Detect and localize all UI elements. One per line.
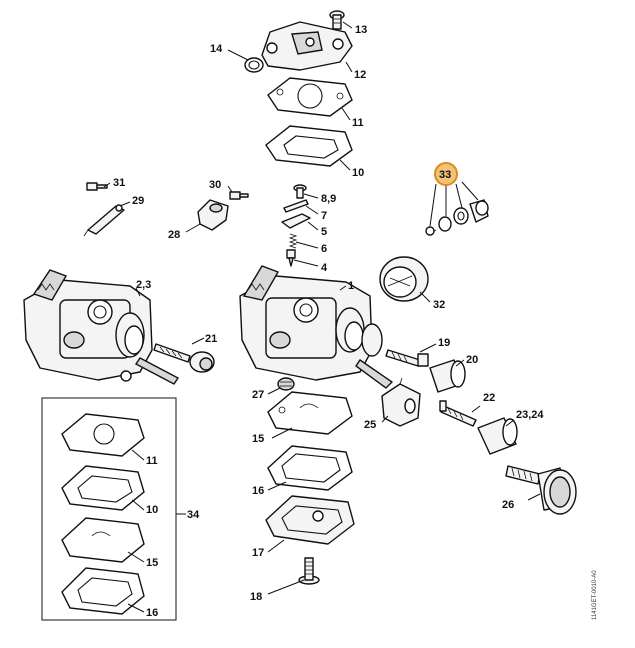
label-15-center: 15: [252, 433, 264, 445]
part-23-24-sleeve: [477, 417, 518, 455]
part-8-9-screw: [293, 184, 307, 199]
part-28-throttle-shaft-part: [197, 199, 229, 231]
kit-part-10-gasket: [61, 465, 145, 511]
part-18-screw: [298, 557, 320, 585]
label-26: 26: [502, 499, 514, 511]
part-4-needle: [286, 249, 296, 267]
label-34: 34: [187, 509, 200, 521]
kit-34-frame: [41, 397, 177, 621]
label-6: 6: [321, 243, 327, 255]
label-17: 17: [252, 547, 264, 559]
label-25: 25: [364, 419, 376, 431]
leader-lines: [103, 21, 541, 613]
part-21-adjust-screw: [153, 343, 215, 373]
label-31: 31: [113, 177, 125, 189]
label-15-kit: 15: [146, 557, 158, 569]
part-22-screw: [439, 400, 477, 427]
part-20-sleeve: [429, 359, 466, 393]
part-17-cover-center: [265, 495, 355, 545]
label-11-kit: 11: [146, 455, 158, 467]
label-2-3: 2,3: [136, 279, 151, 291]
part-7-pin: [283, 199, 309, 213]
label-8-9: 8,9: [321, 193, 336, 205]
label-28: 28: [168, 229, 180, 241]
label-10-top: 10: [352, 167, 364, 179]
label-11-top: 11: [352, 117, 364, 129]
label-4: 4: [321, 262, 328, 274]
label-13: 13: [355, 24, 367, 36]
part-29-lever: [83, 204, 125, 237]
label-30: 30: [209, 179, 221, 191]
kit-part-16-gasket: [61, 567, 145, 615]
part-30-screw: [229, 191, 249, 200]
label-23-24: 23,24: [516, 409, 544, 421]
part-25-block: [381, 377, 421, 427]
kit-part-15-diaphragm: [61, 517, 145, 563]
label-12: 12: [354, 69, 366, 81]
label-27: 27: [252, 389, 264, 401]
label-5: 5: [321, 226, 327, 238]
label-22: 22: [483, 392, 495, 404]
part-12-pump-cover: [261, 21, 353, 71]
part-2-3-carburetor-body: [23, 269, 180, 385]
label-14: 14: [210, 43, 223, 55]
part-27-filter: [277, 377, 295, 391]
part-1-carburetor-body: [239, 265, 394, 389]
label-33: 33: [439, 169, 451, 181]
part-6-spring: [288, 233, 298, 249]
label-19: 19: [438, 337, 450, 349]
part-labels: 13 14 12 11 10 31 29 30 28 8,9 7 5 6 4 3…: [113, 24, 544, 619]
label-21: 21: [205, 333, 217, 345]
kit-part-11-diaphragm: [61, 413, 145, 457]
label-18: 18: [250, 591, 262, 603]
part-13-screw: [329, 10, 345, 30]
part-32-cap: [379, 256, 429, 302]
part-19-screw: [385, 349, 429, 367]
part-33-seal-set: [425, 199, 489, 236]
part-10-gasket-top: [265, 125, 353, 167]
label-20: 20: [466, 354, 478, 366]
part-11-pump-diaphragm-top: [267, 77, 353, 117]
label-16-kit: 16: [146, 607, 158, 619]
label-10-kit: 10: [146, 504, 158, 516]
part-26-choke: [505, 465, 577, 515]
label-16-center: 16: [252, 485, 264, 497]
drawing-code: 1141GET-0010-A0: [592, 570, 598, 620]
label-1: 1: [348, 280, 354, 292]
part-14-o-ring: [244, 57, 264, 73]
part-16-gasket-center: [267, 445, 353, 491]
label-7: 7: [321, 210, 327, 222]
label-32: 32: [433, 299, 445, 311]
part-5-lever: [281, 213, 311, 229]
part-15-diaphragm-center: [267, 391, 353, 435]
part-31-screw: [86, 182, 108, 191]
highlight-marker-33: [434, 162, 458, 186]
label-29: 29: [132, 195, 144, 207]
